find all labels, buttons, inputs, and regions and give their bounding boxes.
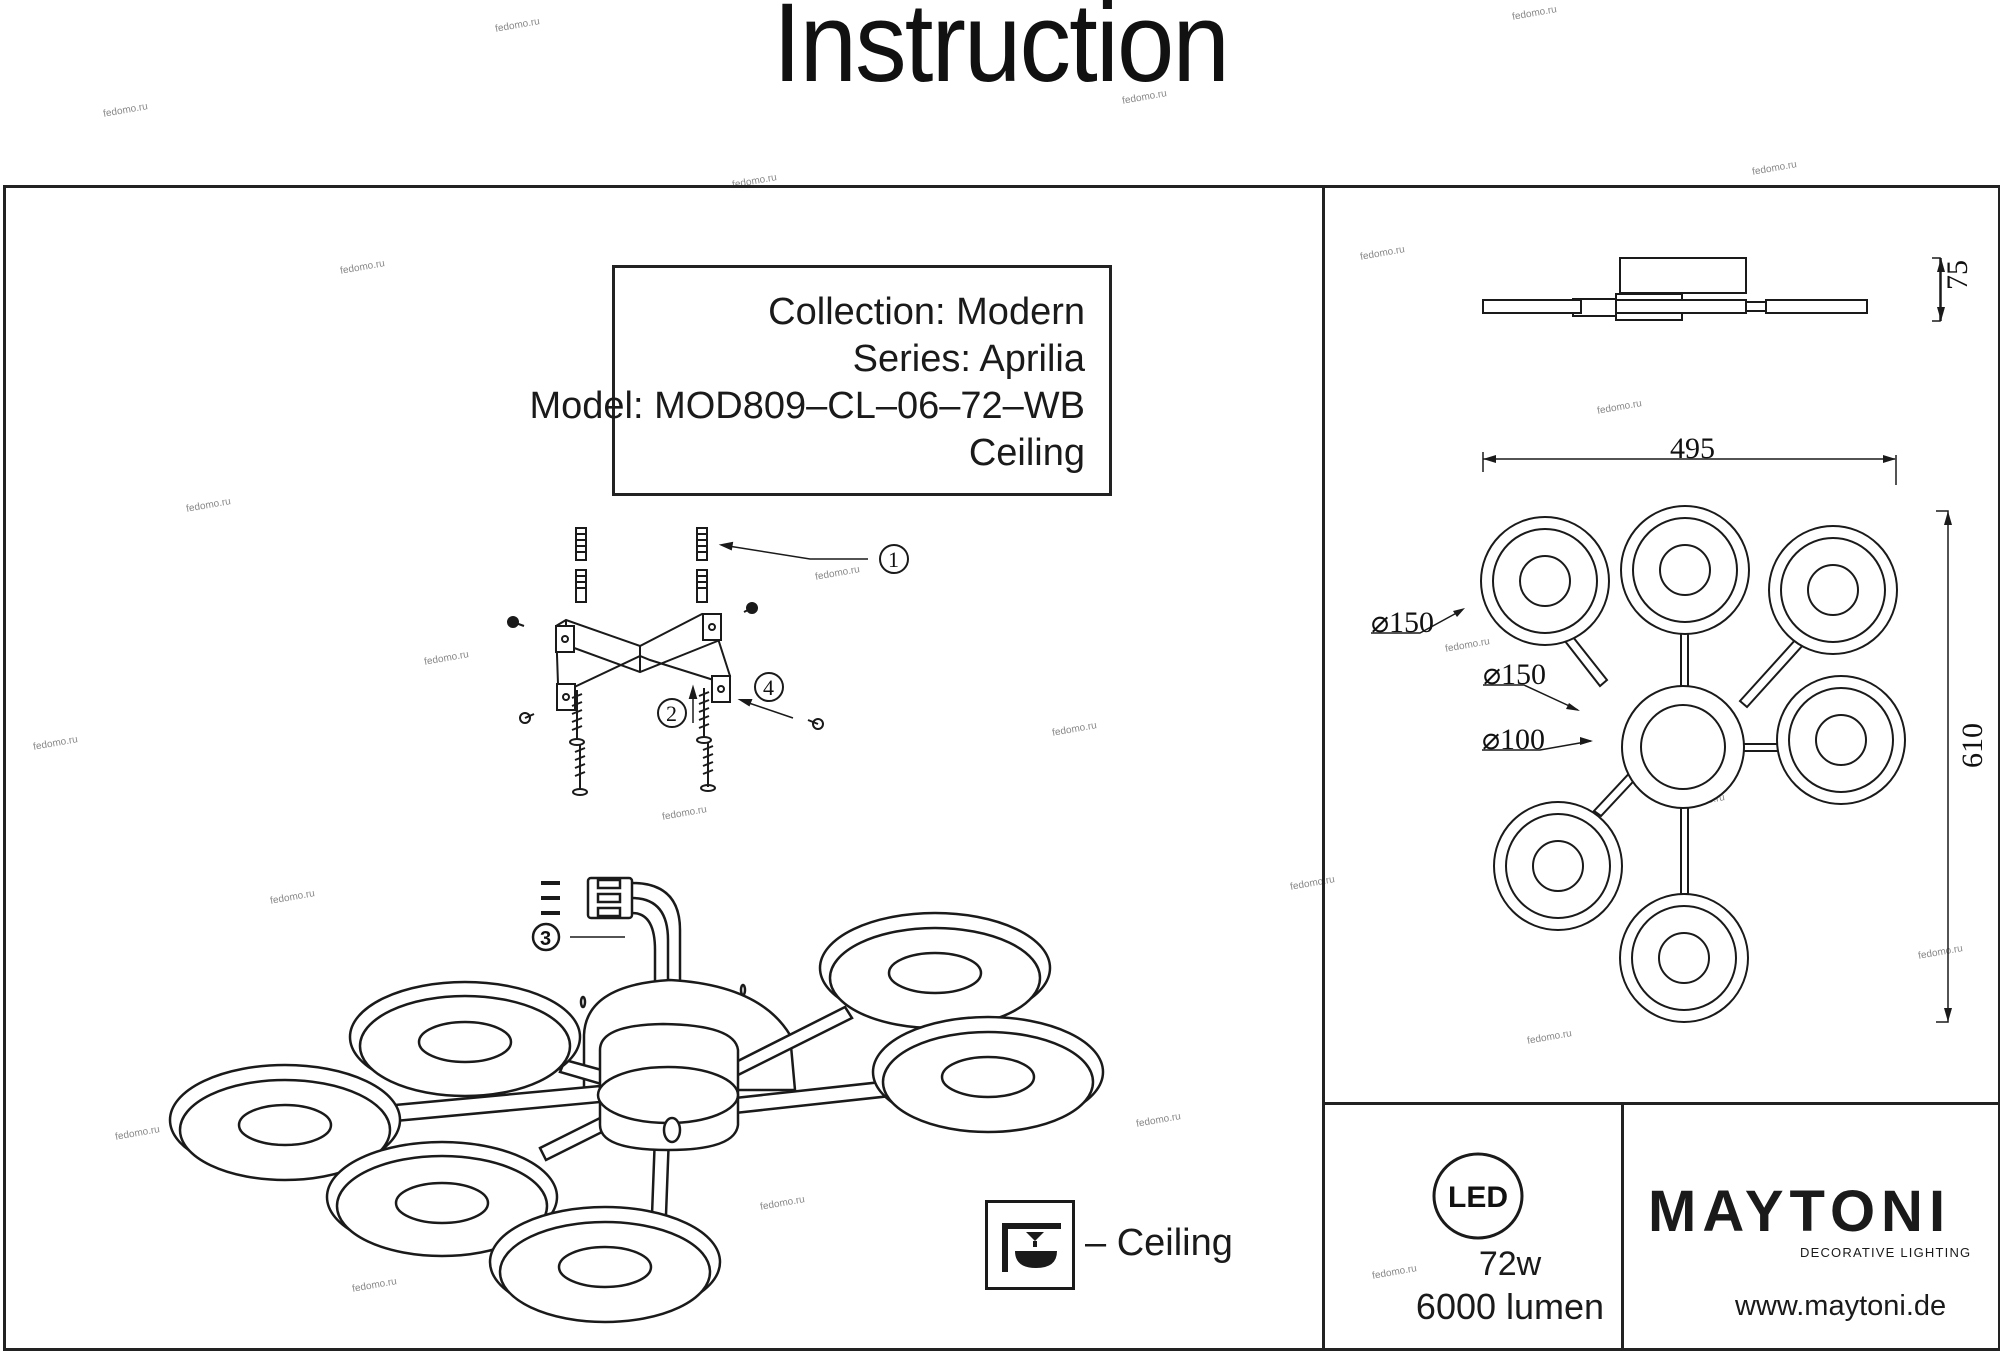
canopy-inner-diameter-label: ⌀100: [1482, 723, 1545, 756]
ring-right: [871, 1015, 1105, 1134]
document-frame: [3, 185, 2000, 1351]
canopy-outer-diameter-label: ⌀150: [1483, 658, 1546, 691]
height-dimension-label: 75: [1941, 260, 1974, 290]
plan-ring: [1776, 675, 1906, 805]
callout-1-label: 1: [888, 547, 899, 572]
length-dimension-label: 610: [1956, 723, 1989, 768]
ring-bottom: [488, 1205, 722, 1324]
ring-top-right: [818, 911, 1052, 1030]
ring-top-left: [348, 980, 582, 1098]
plan-ring: [1768, 525, 1898, 655]
brand-website-link[interactable]: www.maytoni.de: [1735, 1290, 1947, 1322]
spec-brand-divider: [1621, 1102, 1624, 1348]
width-dimension-label: 495: [1670, 432, 1715, 465]
callout-2: [657, 698, 687, 728]
callout-3-label: 3: [540, 928, 551, 950]
collection-label: Collection: Modern: [768, 291, 1085, 333]
type-label: Ceiling: [968, 432, 1085, 474]
canopy-inner-circle: [1640, 704, 1726, 790]
callout-4: [754, 672, 784, 702]
plan-ring: [1493, 801, 1623, 931]
product-info-box: Collection: Modern Series: Aprilia Model…: [529, 265, 1112, 496]
panel-divider-horizontal: [1322, 1102, 1998, 1105]
power-rating: 72w: [1478, 1245, 1542, 1283]
callout-2-label: 2: [666, 701, 677, 726]
callout-1: [879, 544, 909, 574]
page-title: Instruction: [772, 0, 1230, 105]
light-rings: [168, 911, 1105, 1324]
ring-bottom-left: [325, 1140, 559, 1258]
brand-tagline: DECORATIVE LIGHTING: [1800, 1245, 1972, 1260]
led-badge-icon: LED: [1432, 1152, 1524, 1240]
ring-left: [168, 1063, 402, 1182]
callout-4-label: 4: [763, 675, 774, 700]
panel-divider-vertical: [1322, 185, 1325, 1348]
mounting-type-label: – Ceiling: [1085, 1222, 1233, 1264]
series-label: Series: Aprilia: [852, 338, 1085, 380]
plan-ring: [1480, 516, 1610, 646]
plan-ring: [1619, 893, 1749, 1023]
brand-logo: MAYTONI: [1648, 1179, 1952, 1244]
plan-ring: [1620, 505, 1750, 635]
bolt-icon: [507, 602, 824, 730]
model-label: Model: MOD809–CL–06–72–WB: [529, 385, 1085, 427]
cross-bracket-icon: [554, 612, 732, 711]
luminous-flux: 6000 lumen: [1415, 1286, 1605, 1327]
ring-diameter-label: ⌀150: [1371, 606, 1434, 639]
wood-screw-icon: [569, 688, 716, 796]
callout-3: [531, 922, 561, 952]
ceiling-mount-icon: [985, 1200, 1075, 1290]
wall-plug-icon: [575, 527, 708, 603]
terminal-block-icon: [541, 876, 682, 993]
led-badge-text: LED: [1448, 1181, 1508, 1214]
